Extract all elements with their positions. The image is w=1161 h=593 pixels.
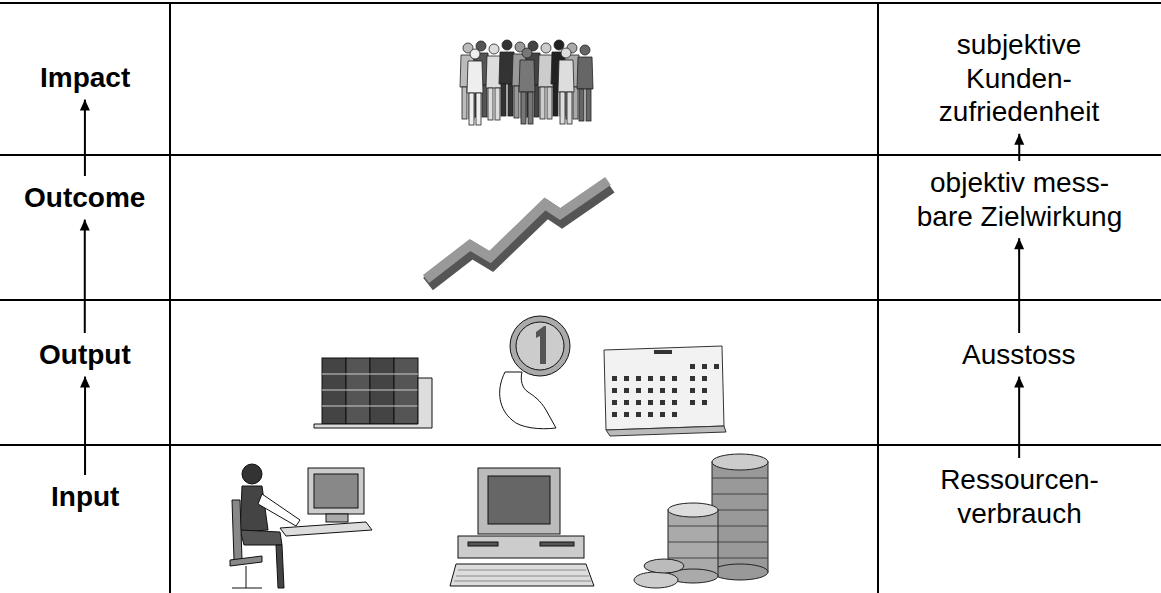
stage-label: Output — [35, 336, 135, 374]
flow-arrow — [1014, 238, 1024, 333]
arrow-head — [80, 220, 90, 231]
flow-arrow — [1014, 134, 1024, 161]
arrow-line — [84, 220, 86, 333]
stage-text: subjektive Kunden- zufriedenheit — [933, 28, 1105, 129]
flow-arrow — [80, 100, 90, 176]
calendar-icon — [604, 346, 726, 436]
arrow-head — [1014, 238, 1024, 249]
coin-stack — [634, 454, 768, 588]
stage-name: Output — [39, 338, 131, 372]
arrow-head — [1014, 377, 1024, 388]
arrow-line — [84, 377, 86, 475]
arrow-line — [1018, 377, 1020, 458]
arrow-head — [1014, 134, 1024, 145]
stage-description: Ressourcen- verbrauch — [907, 461, 1132, 532]
arrow-head — [80, 100, 90, 111]
stage-description: subjektive Kunden- zufriedenheit — [929, 26, 1109, 131]
stage-text: Ressourcen- verbrauch — [911, 463, 1128, 530]
stage-label: Outcome — [20, 179, 149, 217]
stage-description: Ausstoss — [958, 336, 1080, 374]
books-icon — [314, 358, 432, 428]
arrow-head — [80, 377, 90, 388]
flow-arrow — [80, 377, 90, 475]
table-grid — [0, 3, 1161, 593]
stage-description: objektiv mess- bare Zielwirkung — [907, 164, 1132, 235]
arrow-line — [84, 100, 86, 176]
person-at-computer — [230, 464, 372, 588]
coin-head-icon — [500, 316, 570, 429]
rising-chart — [426, 181, 610, 284]
stage-text: objektiv mess- bare Zielwirkung — [911, 166, 1128, 233]
flow-arrow — [1014, 377, 1024, 458]
stage-name: Impact — [40, 61, 130, 95]
flow-arrow — [80, 220, 90, 333]
people-group — [460, 40, 593, 125]
stage-name: Outcome — [24, 181, 145, 215]
stage-label: Impact — [36, 59, 134, 97]
stage-name: Input — [51, 480, 119, 514]
stage-text: Ausstoss — [962, 338, 1076, 372]
stage-label: Input — [47, 478, 123, 516]
arrow-line — [1018, 238, 1020, 333]
computer-icon — [450, 468, 594, 586]
